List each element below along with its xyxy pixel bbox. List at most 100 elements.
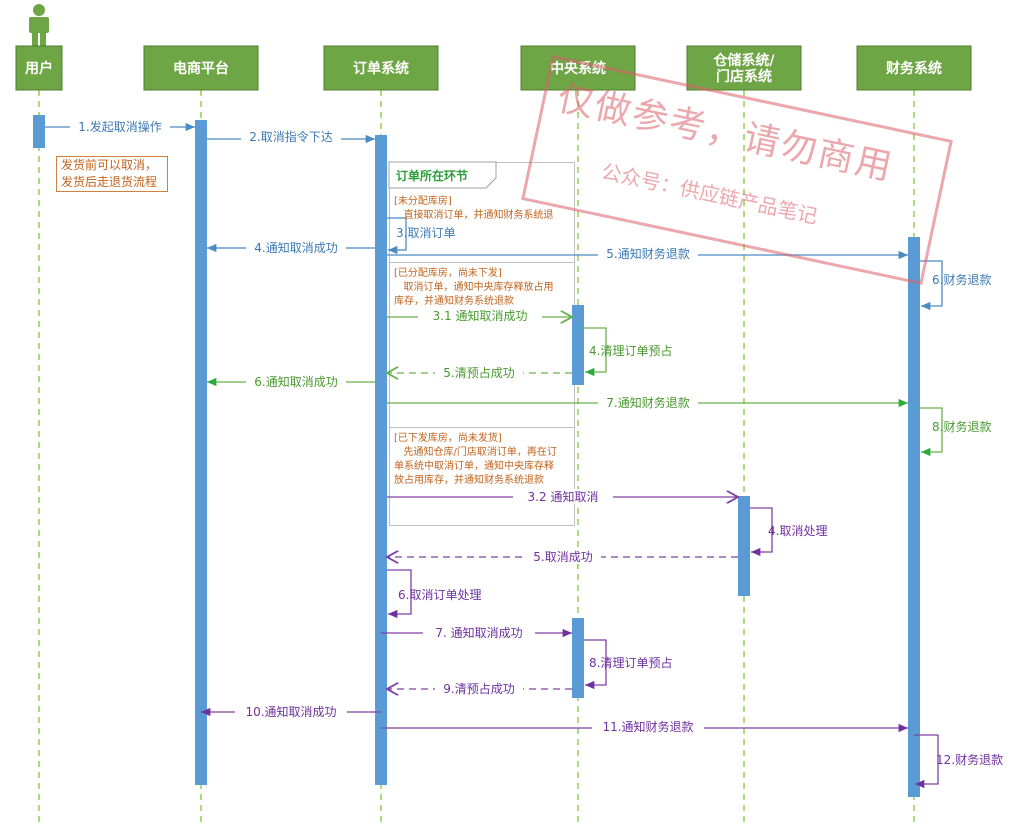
message-label-bg	[246, 240, 346, 255]
message-label-bg	[598, 246, 698, 261]
message-label: 2.取消指令下达	[249, 129, 332, 144]
message-17: 7. 通知取消成功	[381, 625, 572, 640]
message-5: 5.通知财务退款	[387, 246, 908, 261]
participant-label: 门店系统	[716, 68, 772, 85]
participant-box	[15, 45, 63, 91]
message-label-bg	[435, 681, 523, 696]
participant-box	[856, 45, 972, 91]
person-icon	[29, 4, 49, 47]
message-label: 7. 通知取消成功	[435, 626, 522, 640]
participant-box	[520, 45, 636, 91]
message-label: 6.财务退款	[932, 272, 991, 287]
participant-box	[143, 45, 259, 91]
message-15: 5.取消成功	[387, 549, 738, 564]
message-label-bg	[598, 395, 698, 410]
message-label: 4.清理订单预占	[589, 343, 672, 358]
message-label-bg	[418, 308, 542, 323]
participant-label: 财务系统	[885, 60, 942, 77]
participant-platform: 电商平台	[143, 45, 259, 91]
message-8: 4.清理订单预占	[584, 327, 672, 377]
message-6: 6.财务退款	[920, 260, 991, 311]
self-message-arrow	[920, 260, 943, 311]
frame-section-3: [已下发库房，尚未发货] 先通知仓库/门店取消订单，再在订 单系统中取消订单，通…	[394, 433, 557, 486]
frame-section-divider	[389, 262, 575, 263]
message-14: 4.取消处理	[750, 507, 827, 557]
self-message-arrow	[914, 734, 939, 789]
message-label: 8.清理订单预占	[589, 655, 672, 670]
message-label: 11.通知财务退款	[602, 719, 693, 734]
self-message-arrow	[750, 507, 773, 557]
message-label-bg	[246, 374, 346, 389]
message-label: 10.通知取消成功	[245, 705, 336, 719]
message-16: 6.取消订单处理	[387, 569, 481, 619]
self-message-arrow	[387, 569, 412, 619]
participant-label: 中央系统	[550, 60, 606, 77]
message-label: 12.财务退款	[936, 752, 1003, 767]
self-message-arrow	[387, 217, 407, 255]
message-label: 4.取消处理	[768, 524, 827, 538]
activation-bar	[572, 618, 584, 698]
message-label-bg	[423, 625, 535, 640]
side-note-text: 发货前可以取消， 发货后走退货流程	[61, 158, 158, 189]
side-note: 发货前可以取消， 发货后走退货流程	[56, 156, 168, 192]
frame-section-1: [未分配库房] 直接取消订单，并通知财务系统退	[394, 196, 554, 221]
message-7: 3.1 通知取消成功	[387, 308, 572, 323]
message-12: 8.财务退款	[920, 407, 991, 457]
message-20: 10.通知取消成功	[201, 704, 381, 719]
activation-bar	[375, 135, 387, 785]
participant-label: 订单系统	[353, 60, 409, 77]
message-label-bg	[241, 129, 341, 144]
message-label: 9.清预占成功	[443, 681, 514, 696]
message-21: 11.通知财务退款	[381, 719, 908, 734]
message-9: 5.清预占成功	[387, 365, 572, 380]
participant-warehouse: 仓储系统/门店系统	[686, 45, 802, 91]
message-label: 6.通知取消成功	[254, 375, 337, 389]
message-19: 9.清预占成功	[387, 681, 572, 696]
message-22: 12.财务退款	[914, 734, 1003, 789]
message-3: 3.取消订单	[387, 217, 455, 255]
activation-bar	[908, 237, 920, 797]
participant-label: 电商平台	[173, 60, 229, 77]
participant-label: 用户	[25, 60, 53, 77]
participant-finance: 财务系统	[856, 45, 972, 91]
message-label: 6.取消订单处理	[398, 588, 481, 602]
message-1: 1.发起取消操作	[45, 119, 195, 134]
message-label-bg	[513, 489, 613, 504]
message-4: 4.通知取消成功	[207, 240, 375, 255]
frame-section-2: [已分配库房，尚未下发] 取消订单，通知中央库存释放占用 库存，并通知财务系统退…	[394, 268, 554, 307]
participant-central: 中央系统	[520, 45, 636, 91]
message-13: 3.2 通知取消	[387, 489, 738, 504]
message-label-bg	[435, 365, 523, 380]
participant-user: 用户	[15, 45, 63, 91]
participant-label: 仓储系统/	[712, 52, 775, 69]
message-18: 8.清理订单预占	[584, 639, 672, 690]
frame-title: 订单所在环节	[396, 169, 469, 183]
message-label: 3.1 通知取消成功	[433, 309, 528, 323]
message-label: 7.通知财务退款	[606, 395, 689, 410]
message-10: 6.通知取消成功	[207, 374, 375, 389]
activation-bar	[738, 496, 750, 596]
message-label: 8.财务退款	[932, 419, 991, 434]
message-label-bg	[592, 719, 704, 734]
frame-section-divider	[389, 427, 575, 428]
message-label-bg	[525, 549, 601, 564]
message-11: 7.通知财务退款	[387, 395, 908, 410]
self-message-arrow	[584, 327, 607, 377]
participant-box	[686, 45, 802, 91]
participant-order: 订单系统	[323, 45, 439, 91]
activation-bar	[33, 115, 45, 148]
message-label: 1.发起取消操作	[78, 119, 161, 134]
message-label-bg	[70, 119, 170, 134]
message-label: 3.2 通知取消	[528, 490, 599, 504]
message-label: 3.取消订单	[396, 226, 455, 240]
self-message-arrow	[920, 407, 943, 457]
message-label: 4.通知取消成功	[254, 241, 337, 255]
activation-bar	[572, 305, 584, 385]
message-label: 5.通知财务退款	[606, 246, 689, 261]
message-label-bg	[235, 704, 347, 719]
message-2: 2.取消指令下达	[207, 129, 375, 144]
participant-box	[323, 45, 439, 91]
message-label: 5.清预占成功	[443, 365, 514, 380]
